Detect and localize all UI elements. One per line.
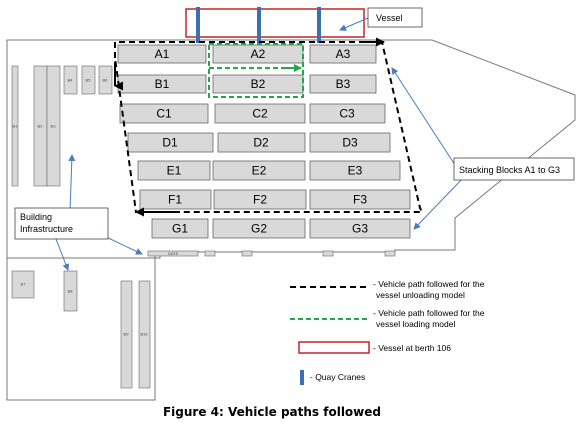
building-b5 (81, 65, 96, 95)
block-f1-label: F1 (168, 193, 182, 207)
legend-crane-text: - Quay Cranes (310, 372, 365, 382)
building-b3 (46, 65, 61, 187)
block-e3-label: E3 (348, 164, 363, 178)
quay-crane-3 (317, 7, 321, 43)
building-b8-tag: B8 (68, 289, 74, 294)
building-b8 (63, 270, 78, 312)
building-b2-tag: B2 (38, 124, 44, 129)
building-b3-tag: B3 (51, 124, 57, 129)
block-a3 (309, 44, 377, 64)
block-a1-label: A1 (155, 47, 170, 61)
building-callout-box (14, 207, 109, 240)
block-f2 (213, 189, 307, 210)
figure-caption: Figure 4: Vehicle paths followed (163, 405, 381, 419)
loading-vehicle-path (208, 43, 304, 98)
block-f1 (139, 189, 212, 210)
building-callout-arrow-3 (55, 238, 70, 271)
block-e1 (137, 160, 211, 181)
stacking-callout-box (453, 157, 575, 181)
stacking-callout-label: Stacking Blocks A1 to G3 (459, 165, 560, 175)
legend-vessel-swatch (298, 341, 370, 354)
block-d2-label: D2 (253, 136, 269, 150)
gate-label: GATE (168, 251, 179, 256)
building-b6-tag: B6 (103, 78, 109, 83)
stacking-callout-arrow-1 (391, 67, 456, 166)
terminal-lower-outline (6, 255, 156, 401)
legend-unloading-line2: vessel unloading model (376, 290, 465, 300)
block-d1-label: D1 (162, 136, 178, 150)
legend-vessel-text: - Vessel at berth 106 (373, 343, 451, 353)
building-callout-arrow-2 (103, 235, 143, 255)
building-b9-tag: B9 (124, 332, 130, 337)
block-f3-label: F3 (353, 193, 367, 207)
block-e3 (309, 160, 401, 181)
block-g2-label: G2 (251, 222, 267, 236)
strip-marker-4 (384, 250, 396, 257)
building-b5-tag: B5 (86, 78, 92, 83)
legend-unloading-line1: - Vehicle path followed for the (373, 279, 485, 289)
building-b1 (11, 65, 19, 187)
block-f2-label: F2 (253, 193, 267, 207)
strip-marker-1 (204, 250, 216, 257)
building-callout-arrow-1 (68, 154, 76, 213)
block-c1-label: C1 (156, 107, 172, 121)
building-b9 (120, 280, 133, 389)
building-b7 (11, 270, 35, 299)
legend-loading-line1: - Vehicle path followed for the (373, 308, 485, 318)
building-b7-tag: B7 (21, 282, 27, 287)
block-b2 (212, 74, 304, 94)
block-c1 (119, 103, 209, 124)
quay-crane-2 (257, 7, 261, 43)
block-b2-label: B2 (251, 77, 266, 91)
block-a1 (117, 44, 207, 64)
vessel (185, 8, 365, 38)
building-callout-line1: Building (20, 212, 52, 222)
block-g2 (212, 218, 306, 239)
block-d1 (127, 132, 214, 153)
block-e1-label: E1 (167, 164, 182, 178)
terminal-outline (6, 39, 576, 259)
block-g1 (151, 218, 209, 239)
block-c2-label: C2 (252, 107, 268, 121)
vessel-callout-arrow (339, 17, 369, 31)
block-f3 (309, 189, 411, 210)
vessel-callout-label: Vessel (376, 13, 403, 23)
block-e2 (212, 160, 306, 181)
building-callout-line2: Infrastructure (20, 224, 73, 234)
block-a3-label: A3 (336, 47, 351, 61)
building-b4 (63, 65, 78, 95)
building-b10 (138, 280, 151, 389)
strip-marker-3 (322, 250, 334, 257)
block-g3 (309, 218, 411, 239)
building-b6 (98, 65, 113, 95)
block-a2-label: A2 (251, 47, 266, 61)
block-e2-label: E2 (252, 164, 267, 178)
block-b3 (309, 74, 377, 94)
legend-crane-swatch (300, 370, 304, 385)
stacking-callout-arrow-2 (413, 175, 466, 230)
block-g1-label: G1 (172, 222, 188, 236)
block-b3-label: B3 (336, 77, 351, 91)
vessel-callout-box (367, 7, 423, 28)
block-d3 (309, 132, 391, 153)
block-b1-label: B1 (155, 77, 170, 91)
block-d3-label: D3 (342, 136, 358, 150)
building-b1-tag: B1 (13, 124, 19, 129)
gate-strip (147, 250, 199, 257)
quay-crane-1 (196, 7, 200, 43)
legend-loading-line2: vessel loading model (376, 319, 455, 329)
block-d2 (217, 132, 306, 153)
block-c2 (214, 103, 306, 124)
block-c3-label: C3 (339, 107, 355, 121)
strip-marker-2 (241, 250, 253, 257)
block-g3-label: G3 (352, 222, 368, 236)
block-c3 (309, 103, 386, 124)
building-b10-tag: B10 (140, 332, 148, 337)
building-b4-tag: B4 (68, 78, 74, 83)
